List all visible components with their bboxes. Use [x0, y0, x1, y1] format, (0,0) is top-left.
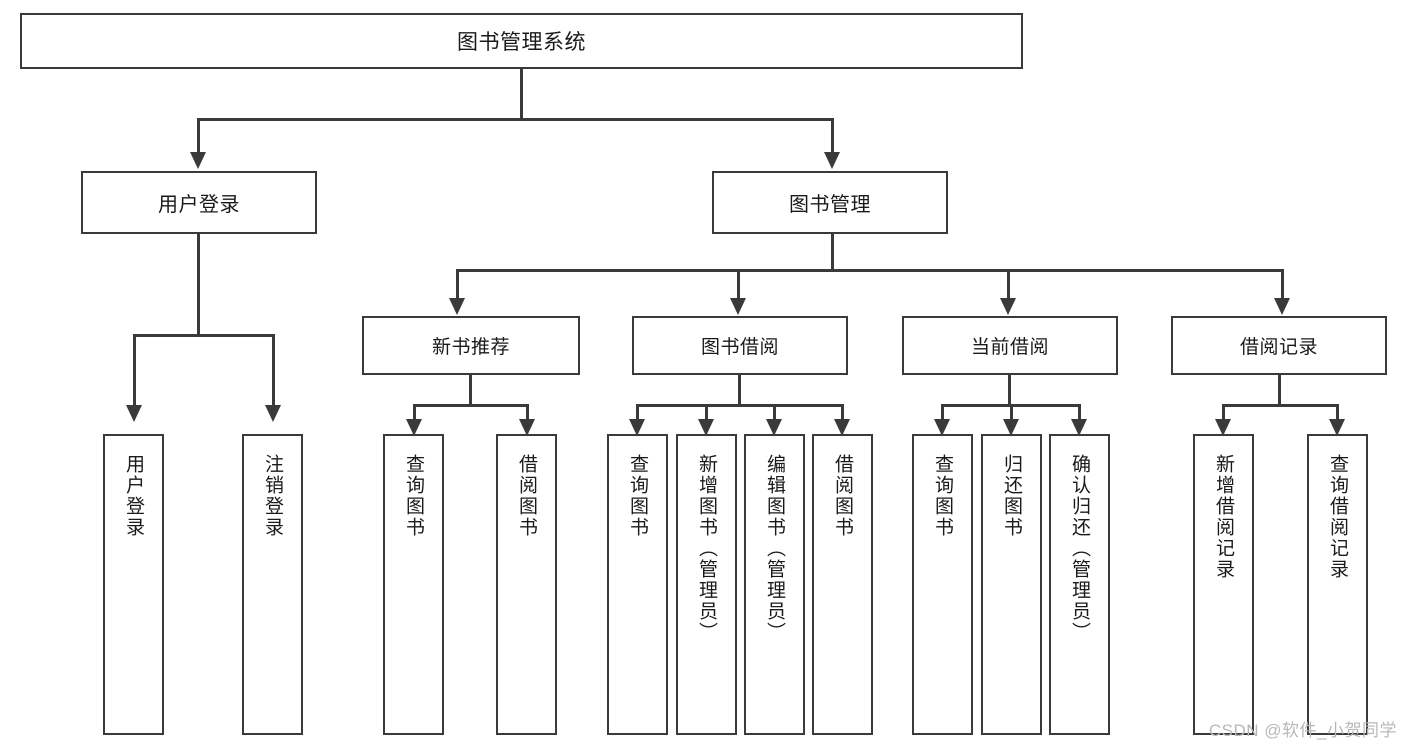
- leaf-add-borrow-record[interactable]: 新增借阅记录: [1193, 434, 1254, 735]
- node-label: 当前借阅: [970, 337, 1049, 358]
- arrow-book-borrow-to-leaf3: [766, 419, 782, 436]
- connector-book-borrow-bus: [636, 404, 844, 407]
- connector-root-bus: [197, 118, 834, 121]
- connector-book-manage-stem: [831, 234, 834, 271]
- connector-user-login-stem: [197, 234, 200, 336]
- leaf-label: 新增图书（管理员）: [696, 454, 718, 643]
- node-label: 借阅记录: [1239, 337, 1318, 358]
- node-label: 图书借阅: [700, 337, 779, 358]
- connector-borrow-record-stem: [1278, 375, 1281, 407]
- arrow-root-to-user-login: [190, 152, 206, 169]
- arrow-user-login-to-leaf2: [265, 405, 281, 422]
- connector-book-manage-to-current-borrow: [1007, 269, 1010, 300]
- node-label: 新书推荐: [431, 337, 510, 358]
- connector-root-to-book-manage: [831, 118, 834, 154]
- arrow-book-borrow-to-leaf1: [629, 419, 645, 436]
- connector-book-manage-bus: [456, 269, 1284, 272]
- arrow-new-book-rec-to-leaf2: [519, 419, 535, 436]
- connector-borrow-record-to-leaf1: [1222, 404, 1225, 424]
- connector-root-to-user-login: [197, 118, 200, 154]
- leaf-label: 查询图书: [627, 454, 649, 538]
- connector-book-manage-to-new-book-rec: [456, 269, 459, 300]
- leaf-label: 借阅图书: [832, 454, 854, 538]
- leaf-query-book-borrow[interactable]: 查询图书: [607, 434, 668, 735]
- arrow-current-borrow-to-leaf3: [1071, 419, 1087, 436]
- leaf-borrow-book-new-rec[interactable]: 借阅图书: [496, 434, 557, 735]
- arrow-book-manage-to-book-borrow: [730, 298, 746, 315]
- arrow-current-borrow-to-leaf2: [1003, 419, 1019, 436]
- leaf-label: 用户登录: [123, 454, 145, 538]
- arrow-new-book-rec-to-leaf1: [406, 419, 422, 436]
- leaf-label: 注销登录: [262, 454, 284, 538]
- leaf-label: 确认归还（管理员）: [1069, 454, 1091, 643]
- connector-book-borrow-to-leaf2: [705, 404, 708, 424]
- node-label: 图书管理: [789, 194, 871, 216]
- connector-borrow-record-to-leaf2: [1336, 404, 1339, 424]
- connector-book-borrow-to-leaf1: [636, 404, 639, 424]
- leaf-query-borrow-record[interactable]: 查询借阅记录: [1307, 434, 1368, 735]
- connector-root-stem: [520, 69, 523, 118]
- leaf-label: 归还图书: [1001, 454, 1023, 538]
- leaf-label: 借阅图书: [516, 454, 538, 538]
- leaf-label: 新增借阅记录: [1213, 454, 1235, 580]
- leaf-edit-book-admin[interactable]: 编辑图书（管理员）: [744, 434, 805, 735]
- leaf-label: 查询图书: [403, 454, 425, 538]
- connector-current-borrow-to-leaf2: [1010, 404, 1013, 424]
- connector-user-login-bus: [133, 334, 275, 337]
- arrow-book-manage-to-current-borrow: [1000, 298, 1016, 315]
- arrow-book-manage-to-new-book-rec: [449, 298, 465, 315]
- leaf-borrow-book[interactable]: 借阅图书: [812, 434, 873, 735]
- leaf-add-book-admin[interactable]: 新增图书（管理员）: [676, 434, 737, 735]
- csdn-watermark: CSDN @软件_小贺同学: [1208, 721, 1397, 740]
- connector-borrow-record-bus: [1222, 404, 1339, 407]
- connector-book-borrow-to-leaf4: [841, 404, 844, 424]
- connector-current-borrow-to-leaf3: [1078, 404, 1081, 424]
- arrow-book-manage-to-borrow-record: [1274, 298, 1290, 315]
- arrow-borrow-record-to-leaf2: [1329, 419, 1345, 436]
- node-book-management[interactable]: 图书管理: [712, 171, 948, 234]
- leaf-label: 查询借阅记录: [1327, 454, 1349, 580]
- leaf-return-book[interactable]: 归还图书: [981, 434, 1042, 735]
- arrow-user-login-to-leaf1: [126, 405, 142, 422]
- leaf-confirm-return-admin[interactable]: 确认归还（管理员）: [1049, 434, 1110, 735]
- connector-book-manage-to-book-borrow: [737, 269, 740, 300]
- leaf-label: 编辑图书（管理员）: [764, 454, 786, 643]
- node-borrow-record[interactable]: 借阅记录: [1171, 316, 1387, 375]
- connector-new-book-rec-stem: [469, 375, 472, 407]
- node-user-login[interactable]: 用户登录: [81, 171, 317, 234]
- arrow-current-borrow-to-leaf1: [934, 419, 950, 436]
- node-root-book-management-system[interactable]: 图书管理系统: [20, 13, 1023, 69]
- node-current-borrow[interactable]: 当前借阅: [902, 316, 1118, 375]
- leaf-label: 查询图书: [932, 454, 954, 538]
- arrow-book-borrow-to-leaf4: [834, 419, 850, 436]
- arrow-root-to-book-manage: [824, 152, 840, 169]
- leaf-query-book-current[interactable]: 查询图书: [912, 434, 973, 735]
- connector-user-login-to-leaf1: [133, 334, 136, 407]
- leaf-logout[interactable]: 注销登录: [242, 434, 303, 735]
- connector-book-manage-to-borrow-record: [1281, 269, 1284, 300]
- connector-user-login-to-leaf2: [272, 334, 275, 407]
- connector-book-borrow-to-leaf3: [773, 404, 776, 424]
- node-book-borrow[interactable]: 图书借阅: [632, 316, 848, 375]
- connector-current-borrow-stem: [1008, 375, 1011, 407]
- arrow-borrow-record-to-leaf1: [1215, 419, 1231, 436]
- connector-book-borrow-stem: [738, 375, 741, 407]
- node-new-book-recommendation[interactable]: 新书推荐: [362, 316, 580, 375]
- leaf-query-book-new-rec[interactable]: 查询图书: [383, 434, 444, 735]
- node-label: 用户登录: [158, 194, 240, 216]
- arrow-book-borrow-to-leaf2: [698, 419, 714, 436]
- connector-new-book-rec-bus: [413, 404, 529, 407]
- node-label: 图书管理系统: [457, 31, 586, 54]
- connector-new-book-rec-to-leaf1: [413, 404, 416, 424]
- leaf-user-login[interactable]: 用户登录: [103, 434, 164, 735]
- connector-current-borrow-to-leaf1: [941, 404, 944, 424]
- connector-new-book-rec-to-leaf2: [526, 404, 529, 424]
